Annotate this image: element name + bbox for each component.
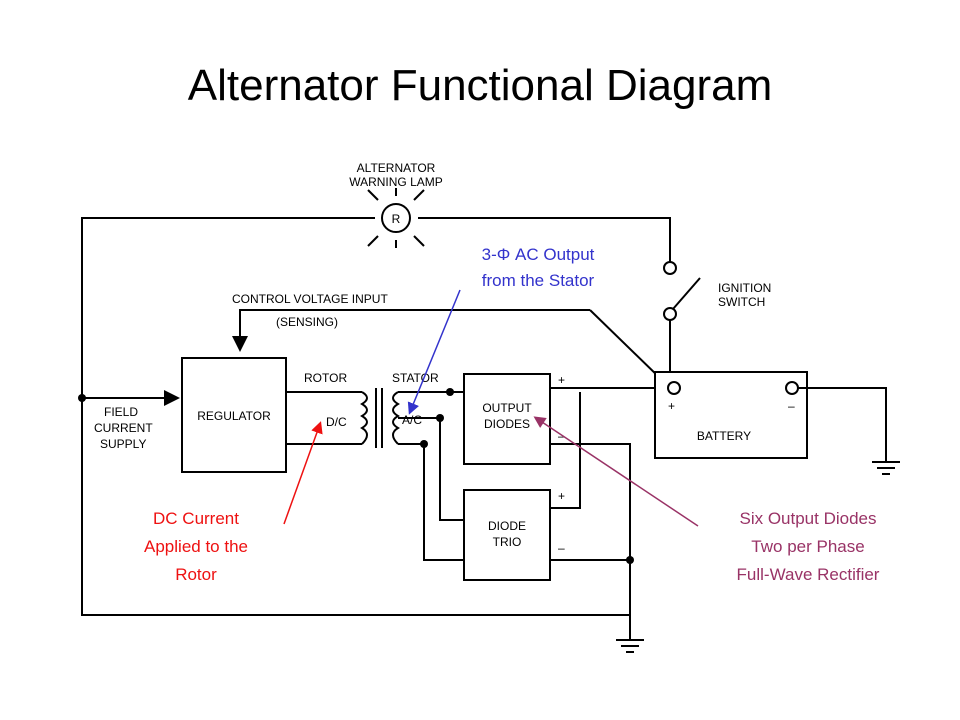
stator-annotation: 3-Φ AC Output from the Stator xyxy=(482,245,595,290)
stator-label: STATOR xyxy=(392,371,439,385)
warning-lamp: R ALTERNATOR WARNING LAMP xyxy=(349,161,443,248)
regulator: REGULATOR xyxy=(181,357,287,473)
output-plus: + xyxy=(558,373,565,387)
trio-plus: + xyxy=(558,489,565,503)
ground-right xyxy=(872,461,900,475)
regulator-label: REGULATOR xyxy=(197,409,271,423)
battery: + – BATTERY xyxy=(654,371,887,462)
trio-minus: – xyxy=(558,541,565,555)
warning-lamp-label-2: WARNING LAMP xyxy=(349,175,443,189)
diodes-annotation: Six Output Diodes Two per Phase Full-Wav… xyxy=(737,509,880,584)
rotor-annotation-line-1: DC Current xyxy=(153,509,239,528)
battery-plus: + xyxy=(668,399,675,413)
ground-bottom xyxy=(616,639,644,653)
diodes-arrow xyxy=(533,416,699,527)
rotor: ROTOR D/C xyxy=(286,371,368,445)
stator-annotation-line-1: 3-Φ AC Output xyxy=(482,245,595,264)
field-label-3: SUPPLY xyxy=(100,437,146,451)
diode-trio: DIODE TRIO + – xyxy=(463,392,634,581)
diode-trio-label-1: DIODE xyxy=(488,519,526,533)
output-diodes-label-2: DIODES xyxy=(484,417,530,431)
dc-label: D/C xyxy=(326,415,347,429)
lamp-letter: R xyxy=(392,212,401,226)
sensing-label: (SENSING) xyxy=(276,315,338,329)
output-minus: – xyxy=(558,429,565,443)
ignition-label-2: SWITCH xyxy=(718,295,765,309)
ignition-label-1: IGNITION xyxy=(718,281,771,295)
rotor-label: ROTOR xyxy=(304,371,347,385)
top-wire xyxy=(81,217,671,398)
core xyxy=(375,388,383,448)
warning-lamp-label-1: ALTERNATOR xyxy=(357,161,436,175)
diode-trio-label-2: TRIO xyxy=(493,535,522,549)
control-voltage-label: CONTROL VOLTAGE INPUT xyxy=(232,292,388,306)
page-title: Alternator Functional Diagram xyxy=(187,61,773,110)
rotor-arrow xyxy=(283,421,323,525)
diodes-annotation-line-3: Full-Wave Rectifier xyxy=(737,565,880,584)
stator-annotation-line-2: from the Stator xyxy=(482,271,595,290)
ignition-switch: IGNITION SWITCH xyxy=(663,261,771,376)
field-label-1: FIELD xyxy=(104,405,138,419)
diodes-annotation-line-2: Two per Phase xyxy=(751,537,864,556)
battery-minus: – xyxy=(788,399,795,413)
ac-label: A/C xyxy=(402,413,422,427)
output-diodes-label-1: OUTPUT xyxy=(482,401,532,415)
battery-label: BATTERY xyxy=(697,429,751,443)
rotor-annotation-line-3: Rotor xyxy=(175,565,217,584)
field-label-2: CURRENT xyxy=(94,421,153,435)
diodes-annotation-line-1: Six Output Diodes xyxy=(739,509,876,528)
rotor-annotation: DC Current Applied to the Rotor xyxy=(144,509,248,584)
stator-arrow xyxy=(407,289,461,415)
rotor-annotation-line-2: Applied to the xyxy=(144,537,248,556)
sensing-wire: CONTROL VOLTAGE INPUT (SENSING) xyxy=(232,292,663,381)
field-supply: FIELD CURRENT SUPPLY xyxy=(78,390,630,616)
